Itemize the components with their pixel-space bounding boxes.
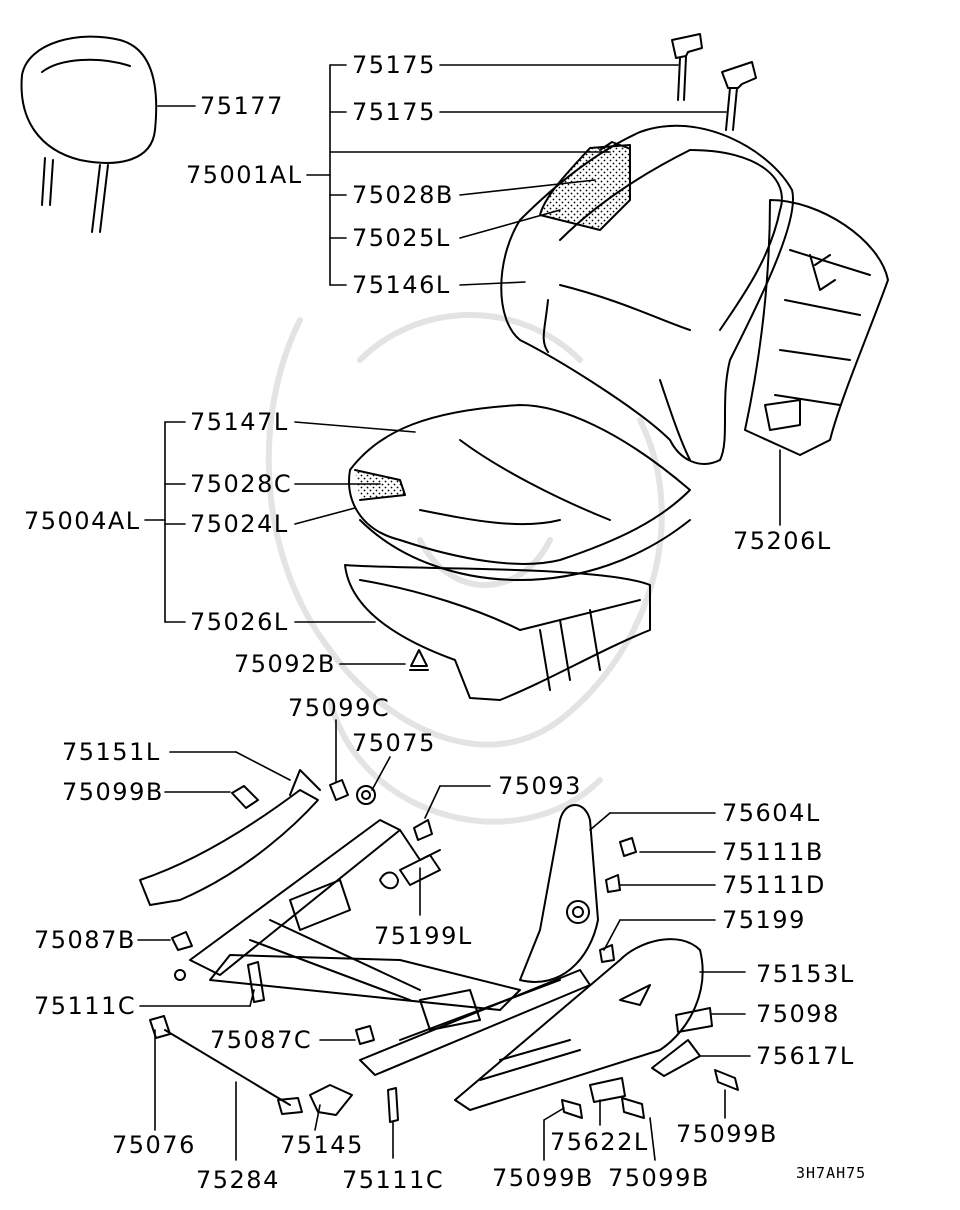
label-rod: 75284 [196,1166,280,1194]
headrest-guide-graphics [671,33,757,131]
label-headrest-guide-a: 75175 [352,51,436,79]
label-screw-bottom-a: 75099B [492,1164,594,1192]
label-back-frame: 75146L [352,271,451,299]
label-screw-bottom-b: 75099B [608,1164,710,1192]
headrest-graphic [20,35,158,233]
label-seatback-assembly: 75001AL [186,161,303,189]
label-inner-cover: 75151L [62,738,161,766]
label-back-pad: 75028B [352,181,454,209]
drawing-code: 3H7AH75 [796,1164,867,1182]
label-back-board: 75206L [733,527,832,555]
label-cushion-assembly: 75004AL [24,507,141,535]
label-nut-b: 75087B [34,926,136,954]
label-washer-bolt-top: 75099C [288,694,391,722]
back-pad-graphic [539,141,631,231]
label-recliner-lever: 75604L [722,799,821,827]
label-cap: 75098 [756,1000,840,1028]
leader-lines [137,64,781,1161]
seat-cushion-graphic [344,404,691,701]
outer-cover-graphic [454,938,704,1111]
label-end-cap: 75145 [280,1131,364,1159]
label-nut-c: 75087C [210,1026,313,1054]
watermark-graphic [265,312,665,825]
label-cushion-frame: 75024L [190,510,289,538]
label-outer-cover: 75153L [756,960,855,988]
label-cushion-pan: 75026L [190,608,289,636]
label-retainer: 75093 [498,772,582,800]
label-bolt-c-bottom: 75111C [342,1166,445,1194]
clip-graphic [409,649,429,671]
label-cushion-pad: 75028C [190,470,293,498]
label-headrest-guide-b: 75175 [352,98,436,126]
label-bracket-b: 75199 [722,906,806,934]
label-spring: 75075 [352,729,436,757]
label-back-cover: 75025L [352,224,451,252]
label-screw-left: 75099B [62,778,164,806]
label-headrest: 75177 [200,92,284,120]
label-bolt-b: 75111B [722,838,824,866]
label-screw-right: 75099B [676,1120,778,1148]
seatback-graphic [500,124,889,465]
inner-cover-graphic [139,769,321,906]
small-parts-graphics [149,779,739,1123]
label-clip: 75092B [234,650,336,678]
label-cushion-cover: 75147L [190,408,289,436]
label-stud: 75076 [112,1131,196,1159]
label-knob: 75617L [756,1042,855,1070]
label-bracket: 75199L [374,922,473,950]
label-bolt-c-left: 75111C [34,992,137,1020]
seat-track-graphic [174,804,599,1076]
label-bolt-d: 75111D [722,871,826,899]
label-cover-cap: 75622L [550,1128,649,1156]
